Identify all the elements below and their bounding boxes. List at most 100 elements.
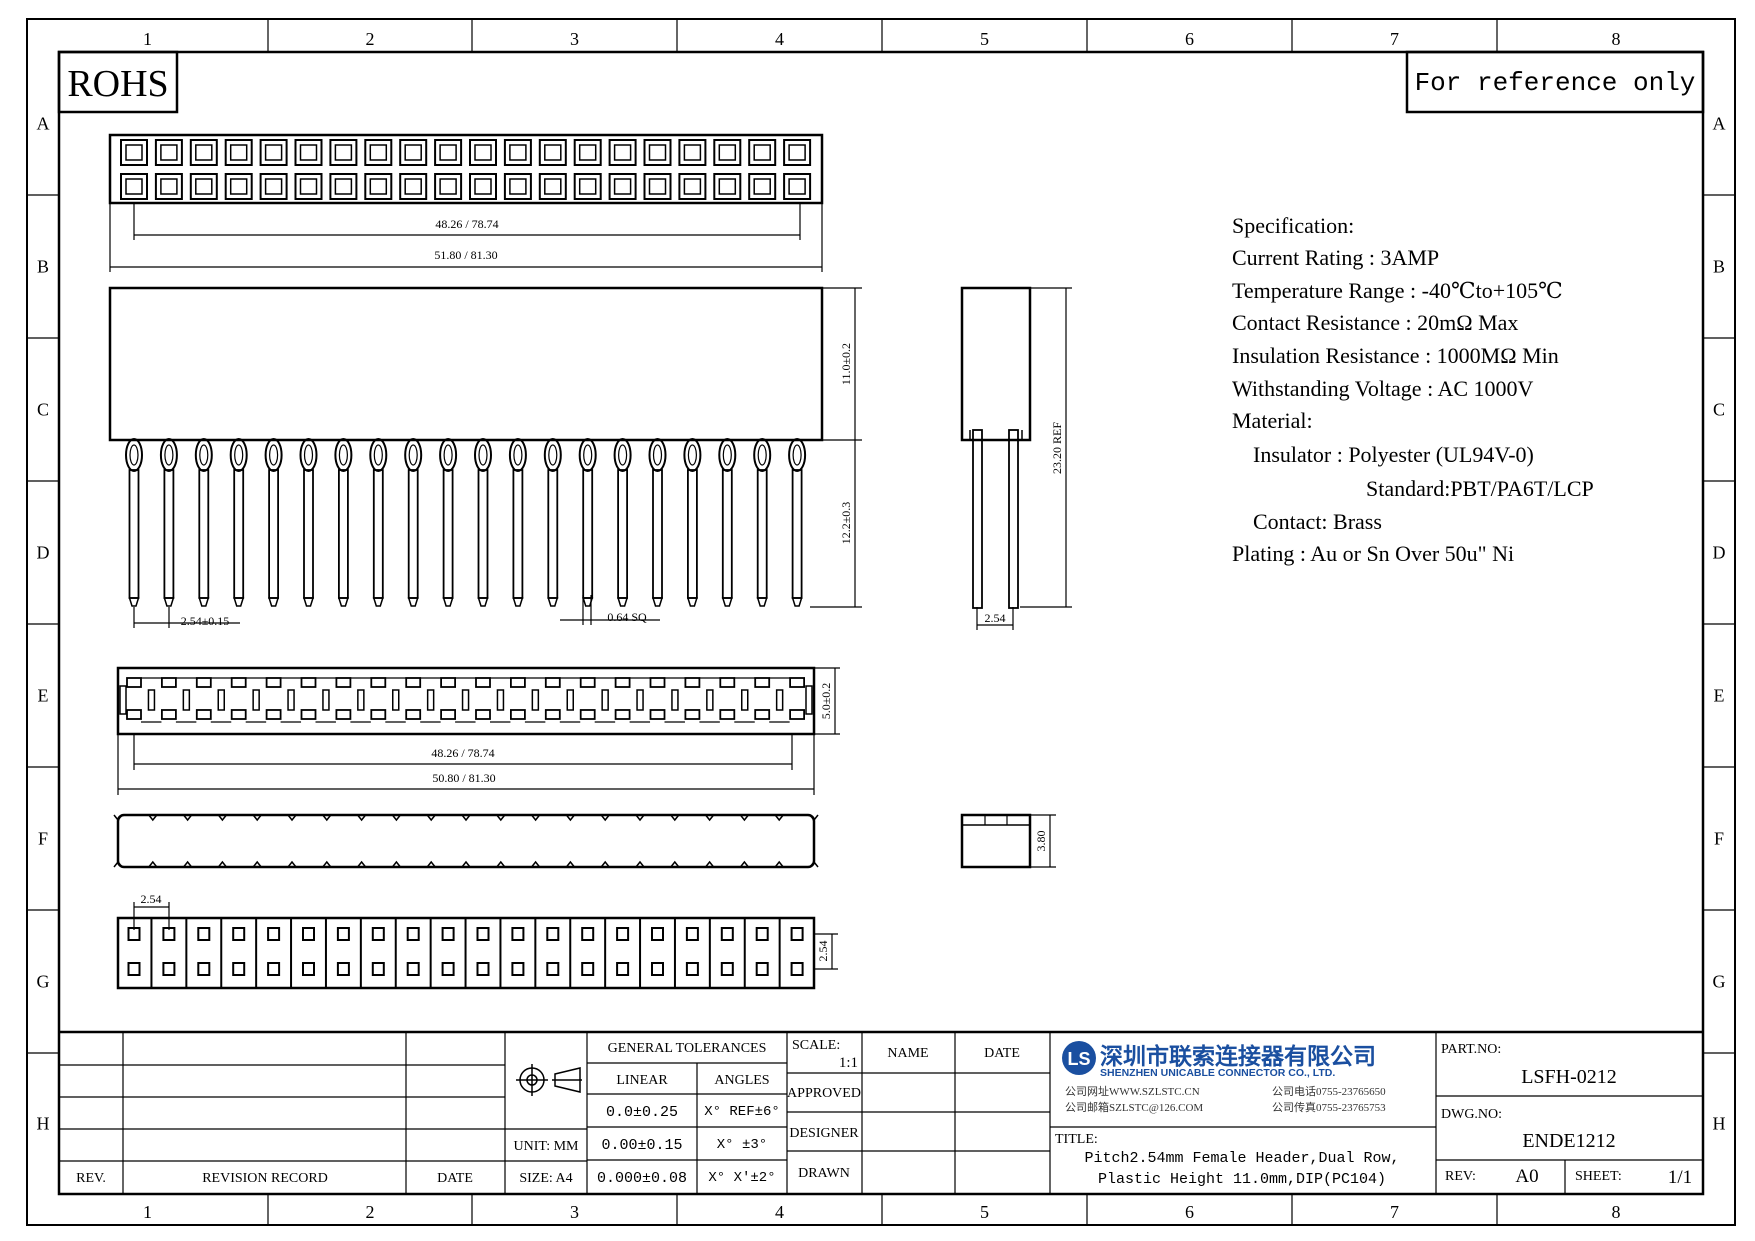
edge-view (113, 813, 1056, 869)
contact-cell (713, 173, 742, 200)
contact-cell (329, 139, 358, 166)
specification: Specification:Current Rating : 3AMPTempe… (1232, 213, 1594, 566)
spec-line: Insulator : Polyester (UL94V-0) (1253, 442, 1534, 467)
bottom-cell (405, 677, 422, 688)
footprint-view (116, 916, 816, 990)
contact-cell (294, 173, 323, 200)
contact-cell (538, 139, 567, 166)
contact-cell (189, 139, 218, 166)
spec-line: Specification: (1232, 213, 1354, 238)
contact-cell (120, 173, 148, 200)
footprint-hole (685, 927, 699, 941)
company-web: 公司网址WWW.SZLSTC.CN (1065, 1084, 1200, 1098)
row-marker-left: D (37, 543, 50, 563)
footprint-hole (267, 962, 281, 976)
bottom-cell (754, 709, 771, 720)
contact-cell (608, 173, 637, 200)
dim-pin-length: 12.2±0.3 (839, 502, 853, 545)
size-label: SIZE: A4 (519, 1171, 572, 1186)
pin (337, 469, 349, 599)
bottom-cell (789, 709, 805, 720)
footprint-hole (302, 962, 315, 976)
row-marker-left: B (37, 257, 49, 277)
approved-label: APPROVED (787, 1086, 861, 1101)
company-logo: LS (1062, 1041, 1096, 1075)
dim-pin-size: 0.64 SQ (607, 610, 647, 624)
footprint-hole (720, 962, 734, 976)
row-marker-right: F (1714, 829, 1724, 849)
pin-contact (299, 438, 318, 472)
pin (407, 469, 419, 599)
footprint-hole (476, 927, 490, 941)
footprint-hole (755, 962, 769, 976)
dim-bottom-inner: 48.26 / 78.74 (431, 746, 494, 760)
company-name-cn: 深圳市联索连接器有限公司 (1100, 1043, 1376, 1069)
pin (652, 469, 663, 599)
footprint-hole (441, 962, 455, 976)
tol-linear-3: 0.000±0.08 (597, 1170, 687, 1187)
bottom-cell (684, 709, 701, 720)
spec-line: Insulation Resistance : 1000MΩ Min (1232, 343, 1559, 368)
rev2-label: REV: (1445, 1169, 1476, 1184)
bottom-cell (405, 709, 422, 720)
bottom-cell (370, 677, 387, 688)
contact-cell (783, 173, 812, 200)
pin (582, 469, 594, 599)
pin-contact (753, 438, 772, 472)
contact-cell (434, 139, 463, 166)
tol-angle-3: X° X'±2° (708, 1170, 775, 1186)
footprint-hole (197, 962, 211, 976)
row-marker-left: G (37, 972, 50, 992)
title-line-2: Plastic Height 11.0mm,DIP(PC104) (1098, 1171, 1386, 1188)
footprint-hole (267, 927, 281, 941)
footprint-hole (616, 927, 630, 941)
pin (233, 469, 245, 599)
designer-label: DESIGNER (789, 1126, 859, 1141)
pin-contact (229, 438, 248, 472)
bottom-cell (509, 709, 526, 720)
dim-pitch: 2.54±0.15 (181, 614, 230, 628)
bottom-cell (719, 709, 736, 720)
footprint-hole (790, 962, 804, 976)
bottom-cell (579, 709, 596, 720)
contact-cell (259, 139, 288, 166)
footprint-hole (127, 962, 141, 976)
bottom-cell (230, 709, 247, 720)
date-label-2: DATE (984, 1046, 1020, 1061)
row-marker-right: G (1713, 972, 1726, 992)
top-view-contacts (120, 139, 812, 200)
tol-linear-1: 0.0±0.25 (606, 1104, 678, 1121)
row-marker-right: C (1713, 400, 1725, 420)
column-marker-bottom: 3 (570, 1202, 579, 1222)
contact-cell (154, 139, 183, 166)
contact-cell (538, 173, 567, 200)
footprint-hole (790, 927, 804, 941)
title-label: TITLE: (1055, 1132, 1098, 1147)
footprint-hole (232, 962, 246, 976)
pin-contact (474, 438, 492, 472)
contact-cell (573, 139, 602, 166)
contact-cell (329, 173, 358, 200)
spec-line: Contact Resistance : 20mΩ Max (1232, 310, 1518, 335)
footprint-hole (511, 927, 525, 941)
company-name-en: SHENZHEN UNICABLE CONNECTOR CO., LTD. (1100, 1067, 1335, 1079)
bottom-cell (684, 677, 701, 688)
tol-angle-2: X° ±3° (717, 1137, 767, 1153)
pin-contact (613, 438, 632, 472)
footprint-hole (232, 927, 246, 941)
contact-cell (748, 139, 777, 166)
angles-label: ANGLES (714, 1073, 769, 1088)
spec-line: Current Rating : 3AMP (1232, 245, 1439, 270)
pin-contact (264, 438, 283, 472)
pin (512, 469, 524, 599)
bottom-cell (649, 677, 666, 688)
contact-cell (783, 139, 812, 166)
pin-contact (718, 438, 737, 472)
bottom-cell (265, 677, 282, 688)
bottom-cell (126, 677, 142, 688)
contact-cell (713, 139, 742, 166)
contact-cell (120, 139, 148, 166)
top-view (108, 133, 824, 205)
